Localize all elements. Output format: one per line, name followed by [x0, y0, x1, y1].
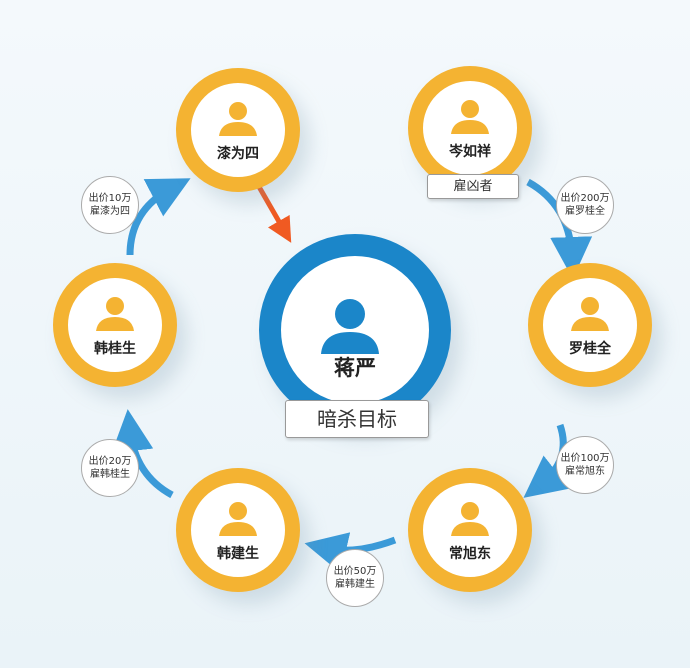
arrow-qi-to-target [255, 183, 292, 243]
person-node-cen-ruxiang: 岑如祥 [408, 66, 532, 190]
person-name: 岑如祥 [449, 144, 491, 160]
payment-bubble: 出价20万雇韩桂生 [81, 439, 139, 497]
person-name: 常旭东 [449, 546, 491, 562]
payment-hire: 雇漆为四 [90, 206, 130, 217]
person-name: 韩桂生 [94, 341, 136, 357]
person-icon [219, 102, 257, 136]
payment-amount: 出价50万 [333, 566, 377, 577]
payment-bubble: 出价50万雇韩建生 [326, 549, 384, 607]
payment-amount: 出价10万 [88, 193, 132, 204]
target-tag: 暗杀目标 [285, 400, 429, 438]
arrow-hanjian-to-hangui [111, 409, 174, 499]
payment-hire: 雇韩建生 [335, 579, 375, 590]
employer-tag: 雇凶者 [427, 174, 519, 199]
person-icon [451, 502, 489, 536]
payment-hire: 雇韩桂生 [90, 469, 130, 480]
person-icon [321, 299, 379, 354]
payment-hire: 雇常旭东 [565, 466, 605, 477]
payment-bubble: 出价100万雇常旭东 [556, 436, 614, 494]
person-node-chang-xudong: 常旭东 [408, 468, 532, 592]
target-name: 蒋严 [334, 356, 376, 380]
person-icon [451, 100, 489, 134]
person-node-qi-weisi: 漆为四 [176, 68, 300, 192]
arrow-hangui-to-qi [126, 178, 191, 256]
payment-amount: 出价100万 [560, 453, 610, 464]
person-node-han-guisheng: 韩桂生 [53, 263, 177, 387]
person-name: 韩建生 [217, 546, 259, 562]
person-node-luo-guiquan: 罗桂全 [528, 263, 652, 387]
payment-hire: 雇罗桂全 [565, 206, 605, 217]
payment-bubble: 出价10万雇漆为四 [81, 176, 139, 234]
person-name: 罗桂全 [569, 341, 611, 357]
payment-amount: 出价200万 [560, 193, 610, 204]
payment-bubble: 出价200万雇罗桂全 [556, 176, 614, 234]
person-icon [96, 297, 134, 331]
person-icon [219, 502, 257, 536]
payment-amount: 出价20万 [88, 456, 132, 467]
target-node: 蒋严 [259, 234, 451, 426]
person-name: 漆为四 [217, 146, 259, 162]
person-node-han-jiansheng: 韩建生 [176, 468, 300, 592]
person-icon [571, 297, 609, 331]
